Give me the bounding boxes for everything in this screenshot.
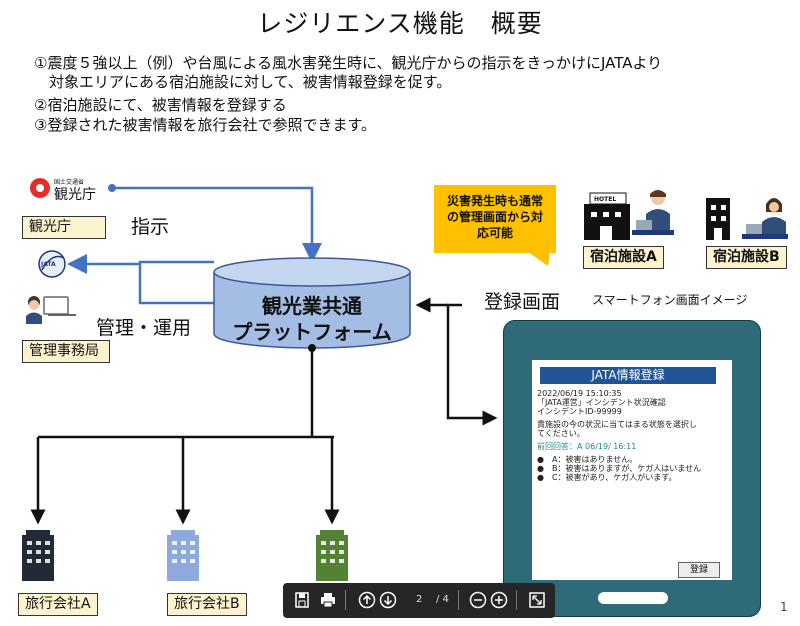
down-arrow-icon[interactable] <box>378 590 398 610</box>
screen-option-b[interactable]: ● B：被害はありますが、ケガ人はいません <box>537 464 702 473</box>
registration-title: 登録画面 <box>484 291 561 313</box>
screen-line: 貴施設の今の状況に当てはまる状態を選択し <box>537 420 697 429</box>
callout-line-2: の管理画面から対 <box>446 210 543 224</box>
page-title: レジリエンス機能 概要 <box>257 9 543 38</box>
hotel-a-staff-icon <box>632 190 674 235</box>
management-label: 管理・運用 <box>96 317 192 339</box>
up-arrow-icon[interactable] <box>357 590 377 610</box>
smartphone-screen <box>532 360 732 580</box>
callout-line-3: 応可能 <box>476 226 513 240</box>
office-label: 管理事務局 <box>22 340 110 363</box>
agency-a-building-icon <box>22 530 54 581</box>
agency-b-label: 旅行会社B <box>167 593 247 616</box>
kankocho-logo-small-text: 国土交通省 <box>54 179 85 186</box>
callout-line-1: 災害発生時も通常 <box>446 194 543 208</box>
screen-option-a[interactable]: ● A：被害はありません。 <box>537 455 638 464</box>
screen-previous-answer: 前回回答：A 06/19/ 16:11 <box>537 442 637 451</box>
intro-line-1: ①震度５強以上（例）や台風による風水害発生時に、観光庁からの指示をきっかけにJA… <box>34 54 663 72</box>
page-current[interactable]: 2 <box>416 594 423 605</box>
office-worker-icon <box>26 296 76 324</box>
hotel-b-staff-icon <box>742 198 788 239</box>
fit-page-icon[interactable] <box>527 590 547 610</box>
hotel-a-building-icon <box>584 192 630 240</box>
zoom-out-icon[interactable] <box>468 590 488 610</box>
platform-phone-arrow <box>415 297 498 426</box>
callout-pointer <box>528 252 550 266</box>
screen-line: 「JATA運営」インシデント状況確認 <box>537 398 666 407</box>
screen-option-c[interactable]: ● C：被害があり、ケガ人がいます。 <box>537 473 677 482</box>
screen-line: てください。 <box>537 429 585 438</box>
kankocho-label: 観光庁 <box>22 216 106 239</box>
screen-line: インシデントID-99999 <box>537 407 622 416</box>
hotel-sign-text: HOTEL <box>594 196 617 203</box>
intro-line-2: 対象エリアにある宿泊施設に対して、被害情報登録を促す。 <box>34 73 452 91</box>
platform-title-line2: プラットフォーム <box>232 320 392 344</box>
print-icon[interactable] <box>318 590 338 610</box>
instruction-label: 指示 <box>131 216 170 238</box>
registration-subtitle: スマートフォン画面イメージ <box>592 293 748 307</box>
jata-arrow <box>67 254 214 305</box>
jata-logo-text: JATA <box>41 261 56 268</box>
page-total: / 4 <box>436 594 449 605</box>
jata-logo-icon <box>38 250 66 278</box>
register-button[interactable]: 登録 <box>678 562 720 578</box>
toolbar-divider <box>345 590 346 610</box>
agency-b-building-icon <box>167 530 199 581</box>
screen-line: 2022/06/19 15:10:35 <box>537 389 622 398</box>
toolbar-divider <box>458 590 459 610</box>
hotel-a-label: 宿泊施設A <box>583 246 664 269</box>
platform-title-line1: 観光業共通 <box>262 294 362 318</box>
distribution-lines <box>30 344 340 525</box>
intro-line-4: ③登録された被害情報を旅行会社で参照できます。 <box>34 116 376 134</box>
screen-header: JATA情報登録 <box>540 367 716 384</box>
agency-c-building-icon <box>316 530 348 581</box>
intro-line-3: ②宿泊施設にて、被害情報を登録する <box>34 96 287 114</box>
toolbar-divider <box>516 590 517 610</box>
callout-box: 災害発生時も通常 の管理画面から対 応可能 <box>434 185 556 253</box>
page-number: 1 <box>780 600 788 614</box>
save-icon[interactable] <box>292 590 312 610</box>
hotel-b-label: 宿泊施設B <box>706 246 787 269</box>
instruction-arrow <box>108 184 322 263</box>
kankocho-logo-text: 観光庁 <box>54 187 96 203</box>
zoom-in-icon[interactable] <box>489 590 509 610</box>
agency-a-label: 旅行会社A <box>18 593 98 616</box>
kankocho-logo-icon <box>30 178 50 198</box>
hotel-b-building-icon <box>706 198 730 240</box>
phone-home-button[interactable] <box>598 592 668 604</box>
